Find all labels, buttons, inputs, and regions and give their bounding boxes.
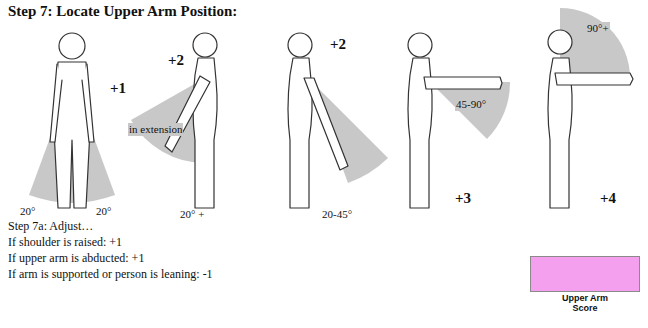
score-label: +1 bbox=[110, 80, 126, 97]
adjustment-note: If upper arm is abducted: +1 bbox=[8, 252, 144, 266]
score-box: Upper Arm Score bbox=[530, 256, 640, 314]
human-figure bbox=[50, 33, 94, 208]
score-label: +4 bbox=[600, 190, 616, 207]
score-label: +3 bbox=[455, 190, 471, 207]
human-figure bbox=[165, 33, 217, 208]
human-figure bbox=[548, 30, 633, 208]
human-figure bbox=[408, 33, 502, 208]
angle-label: 45-90° bbox=[455, 98, 487, 111]
angle-label: 20° + bbox=[180, 208, 204, 221]
range-wedge bbox=[310, 80, 388, 183]
angle-label: 20-45° bbox=[322, 208, 352, 221]
angle-label: 20° bbox=[20, 205, 35, 218]
score-field bbox=[530, 256, 640, 292]
range-label: in extension bbox=[128, 123, 183, 136]
angle-label: 90°+ bbox=[586, 22, 610, 35]
adjustment-note: If shoulder is raised: +1 bbox=[8, 236, 122, 250]
step-heading: Step 7a: Adjust… bbox=[8, 220, 93, 234]
human-figure bbox=[288, 33, 348, 208]
box-caption: Upper Arm Score bbox=[558, 294, 612, 314]
score-label: +2 bbox=[330, 36, 346, 53]
adjustment-note: If arm is supported or person is leaning… bbox=[8, 268, 213, 282]
score-label: +2 bbox=[168, 52, 184, 69]
angle-label: 20° bbox=[96, 205, 111, 218]
diagram-title: Step 7: Locate Upper Arm Position: bbox=[8, 3, 237, 20]
range-wedge bbox=[430, 82, 510, 139]
